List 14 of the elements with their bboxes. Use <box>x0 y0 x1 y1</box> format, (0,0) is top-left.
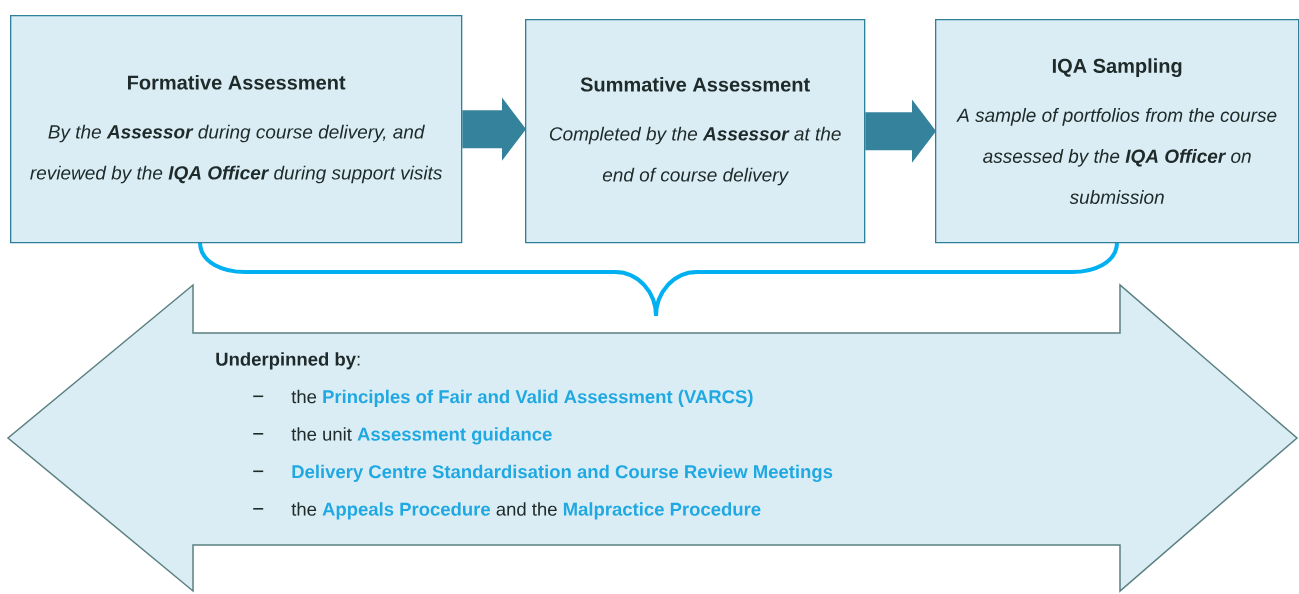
process-box <box>10 15 463 244</box>
box-heading: IQA Sampling <box>1052 58 1182 78</box>
list-heading: Underpinned by: <box>216 352 360 370</box>
box-heading: Summative Assessment <box>580 76 810 92</box>
list-item: the unit Assessment guidance <box>291 427 552 445</box>
box-description: By the Assessor during course delivery, and reviewed by the IQA Officer during support visits <box>30 124 442 184</box>
list-item: the Appeals Procedure and the Malpractice Procedure <box>291 502 761 520</box>
list-item: Delivery Centre Standardisation and Course Review Meetings <box>292 464 833 482</box>
box-heading: Formative Assessment <box>128 74 346 90</box>
box-description: A sample of portfolios from the course assessed by the IQA Officer on submission <box>956 108 1277 204</box>
list-item: the Principles of Fair and Valid Assessment (VARCS) <box>291 389 753 407</box>
process-box <box>935 19 1299 244</box>
box-description: Completed by the Assessor at the end of course delivery <box>549 126 841 186</box>
process-box <box>525 19 866 244</box>
